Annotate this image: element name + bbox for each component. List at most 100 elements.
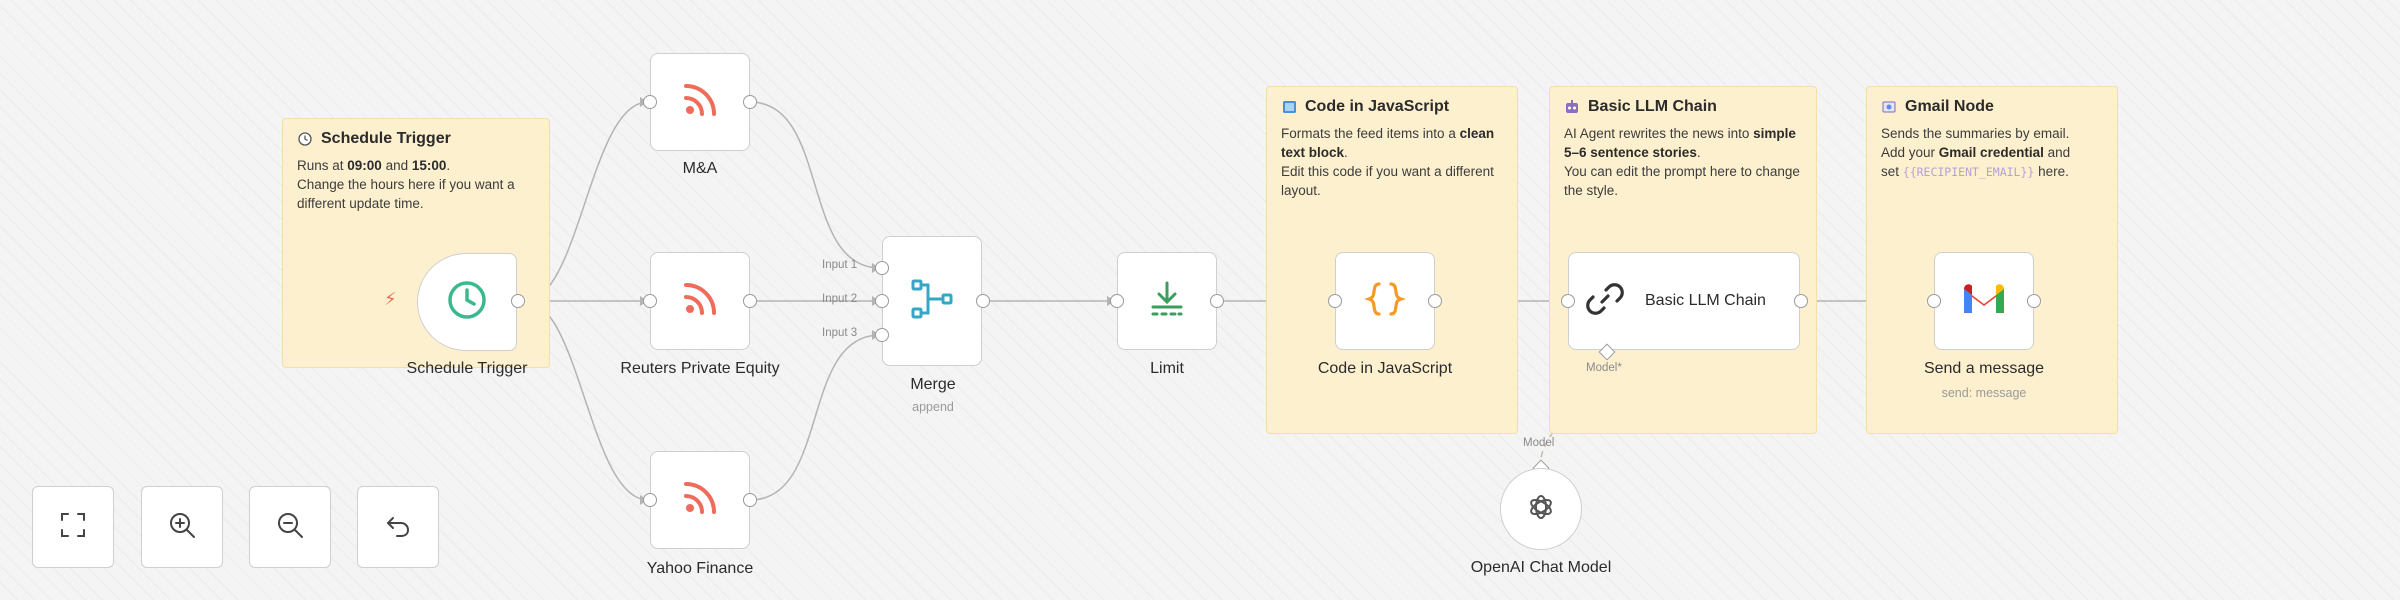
node-label: Code in JavaScript — [1317, 360, 1453, 377]
body-text: Add your — [1881, 145, 1939, 160]
input-handle[interactable] — [1328, 294, 1342, 308]
body-bold: clean text block — [1281, 126, 1495, 160]
clock-icon — [445, 278, 489, 327]
model-port-label: Model — [1523, 437, 1555, 449]
node-gmail[interactable] — [1934, 252, 2034, 350]
reset-zoom-button[interactable] — [357, 486, 439, 568]
sticky-title-text: Gmail Node — [1905, 98, 1994, 115]
output-handle[interactable] — [1210, 294, 1224, 308]
rss-icon — [680, 80, 720, 125]
node-label: Send a message — [1923, 360, 2045, 377]
node-label: Merge — [910, 376, 956, 393]
sticky-title-text: Basic LLM Chain — [1588, 98, 1717, 115]
node-label: OpenAI Chat Model — [1470, 559, 1612, 576]
node-sublabel: send: message — [1941, 386, 2027, 400]
node-label: Limit — [1150, 360, 1184, 377]
body-text: set — [1881, 164, 1903, 179]
node-sublabel: append — [912, 400, 954, 414]
node-limit[interactable] — [1117, 252, 1217, 350]
merge-input-label: Input 1 — [822, 259, 858, 271]
sticky-body: AI Agent rewrites the news into simple 5… — [1564, 124, 1802, 200]
curly-braces-icon — [1363, 277, 1407, 326]
merge-input-label: Input 3 — [822, 327, 858, 339]
node-code[interactable] — [1335, 252, 1435, 350]
sticky-title: Code in JavaScript — [1281, 97, 1503, 116]
undo-icon — [383, 510, 413, 545]
robot-emoji-icon — [1564, 99, 1580, 115]
wire-ma-merge — [749, 101, 881, 269]
output-handle[interactable] — [743, 294, 757, 308]
zoom-in-icon — [167, 510, 197, 545]
sticky-title-text: Schedule Trigger — [321, 130, 451, 147]
body-bold: simple 5–6 sentence stories — [1564, 126, 1796, 160]
gmail-icon — [1961, 281, 2007, 322]
input-handle[interactable] — [643, 294, 657, 308]
sticky-title: Schedule Trigger — [297, 129, 535, 148]
body-text: and — [2043, 145, 2071, 160]
book-emoji-icon — [1281, 99, 1297, 115]
body-text: Sends the summaries by email. — [1881, 126, 2070, 141]
output-handle[interactable] — [1794, 294, 1808, 308]
openai-icon — [1523, 489, 1559, 530]
body-text: . — [1344, 145, 1348, 160]
node-yahoo[interactable] — [650, 451, 750, 549]
body-bold: Gmail credential — [1938, 145, 2044, 160]
model-port-label: Model* — [1586, 362, 1622, 374]
node-ma[interactable] — [650, 53, 750, 151]
sticky-code[interactable]: Code in JavaScript Formats the feed item… — [1266, 86, 1518, 434]
input-handle[interactable] — [875, 294, 889, 308]
output-handle[interactable] — [743, 493, 757, 507]
trigger-bolt-icon: ⚡ — [384, 289, 397, 309]
node-openai-chat-model[interactable] — [1500, 468, 1582, 550]
time-1: 09:00 — [347, 158, 382, 173]
clock-emoji-icon — [297, 131, 313, 147]
fit-view-button[interactable] — [32, 486, 114, 568]
sticky-body: Formats the feed items into a clean text… — [1281, 124, 1503, 200]
limit-icon — [1145, 277, 1189, 326]
node-llm-chain[interactable]: Basic LLM Chain — [1568, 252, 1800, 350]
input-handle[interactable] — [643, 493, 657, 507]
body-text: . — [1696, 145, 1701, 160]
output-handle[interactable] — [1428, 294, 1442, 308]
body-text: You can edit the prompt here to change t… — [1564, 164, 1800, 198]
link-icon — [1585, 279, 1625, 324]
zoom-out-button[interactable] — [249, 486, 331, 568]
output-handle[interactable] — [743, 95, 757, 109]
node-label: Reuters Private Equity — [620, 360, 780, 377]
sticky-body: Runs at 09:00 and 15:00. Change the hour… — [297, 156, 535, 213]
recipient-placeholder: {{RECIPIENT_EMAIL}} — [1902, 165, 2035, 179]
sticky-body: Sends the summaries by email. Add your G… — [1881, 124, 2103, 182]
input-handle[interactable] — [643, 95, 657, 109]
node-reuters[interactable] — [650, 252, 750, 350]
node-label: Schedule Trigger — [406, 360, 528, 377]
sticky-title-text: Code in JavaScript — [1305, 98, 1450, 115]
node-merge[interactable] — [882, 236, 982, 366]
merge-input-label: Input 2 — [822, 293, 858, 305]
input-handle[interactable] — [875, 328, 889, 342]
input-handle[interactable] — [1927, 294, 1941, 308]
node-label: M&A — [682, 160, 718, 177]
output-handle[interactable] — [2027, 294, 2041, 308]
fit-view-icon — [58, 510, 88, 545]
input-handle[interactable] — [1110, 294, 1124, 308]
zoom-in-button[interactable] — [141, 486, 223, 568]
body-text: Edit this code if you want a different l… — [1281, 164, 1494, 198]
output-handle[interactable] — [976, 294, 990, 308]
input-handle[interactable] — [1561, 294, 1575, 308]
body-text: and — [381, 158, 412, 173]
body-text: here. — [2034, 164, 2069, 179]
input-handle[interactable] — [875, 261, 889, 275]
node-title: Basic LLM Chain — [1645, 292, 1766, 309]
node-schedule-trigger[interactable] — [417, 253, 517, 351]
rss-icon — [680, 478, 720, 523]
body-text: . — [446, 158, 451, 173]
zoom-out-icon — [275, 510, 305, 545]
body-text: Runs at — [297, 158, 348, 173]
sticky-title: Gmail Node — [1881, 97, 2103, 116]
node-label: Yahoo Finance — [646, 560, 754, 577]
body-text: Formats the feed items into a — [1281, 126, 1460, 141]
sticky-title: Basic LLM Chain — [1564, 97, 1802, 116]
merge-icon — [910, 277, 954, 326]
output-handle[interactable] — [511, 294, 525, 308]
